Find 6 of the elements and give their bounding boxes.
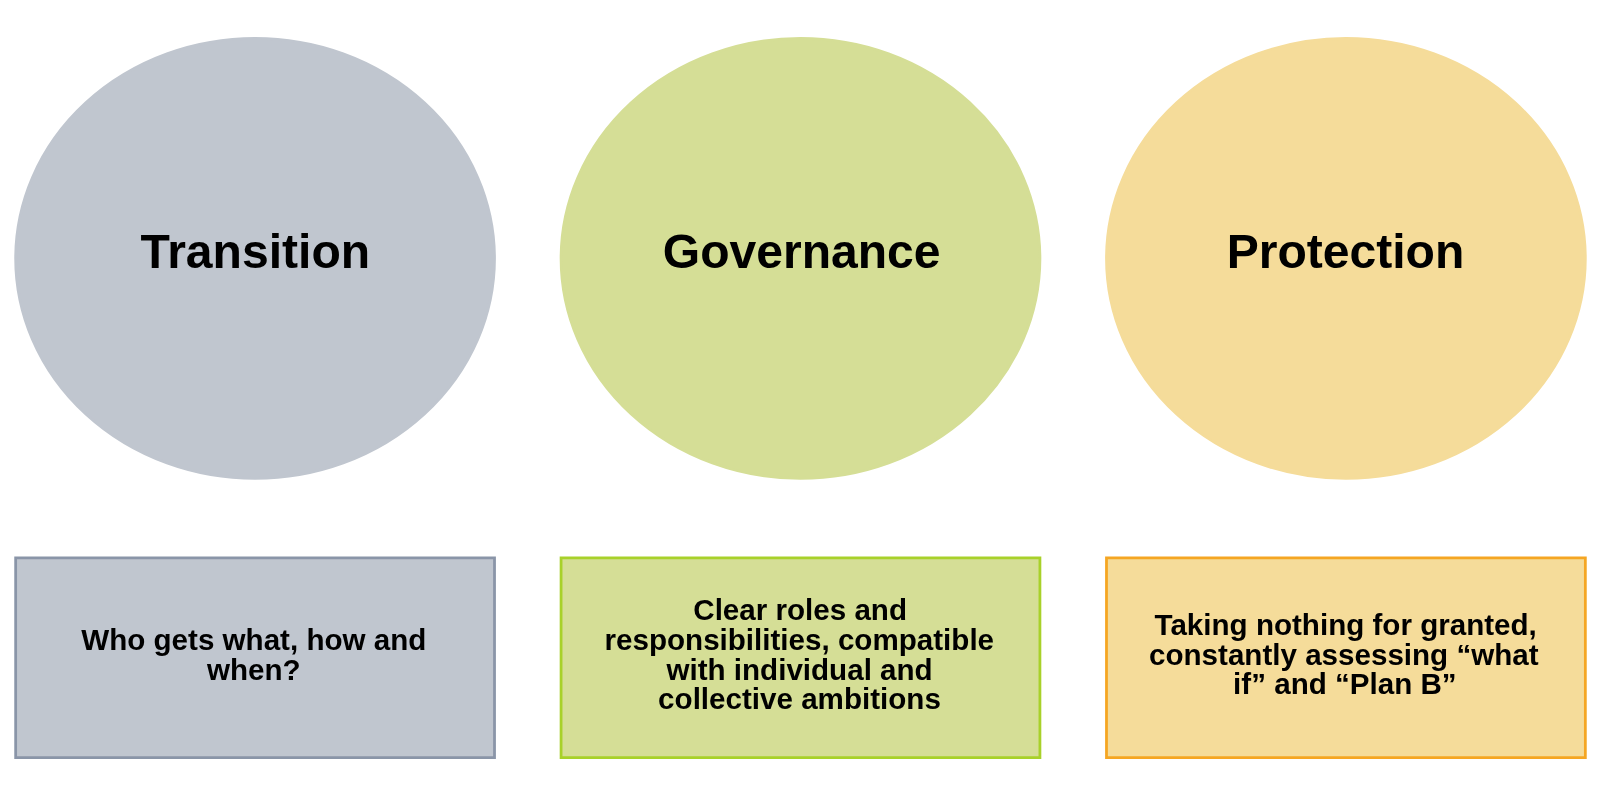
node-circle: Protection xyxy=(1105,37,1587,480)
node-box: Who gets what, how and when? xyxy=(14,556,496,759)
node-circle: Governance xyxy=(559,37,1042,480)
node-circle: Transition xyxy=(14,37,496,480)
node-box: Clear roles and responsibilities, compatible with individual and collective ambitions xyxy=(559,556,1042,759)
node-box: Taking nothing for granted, constantly assessing “what if” and “Plan B” xyxy=(1105,556,1587,759)
